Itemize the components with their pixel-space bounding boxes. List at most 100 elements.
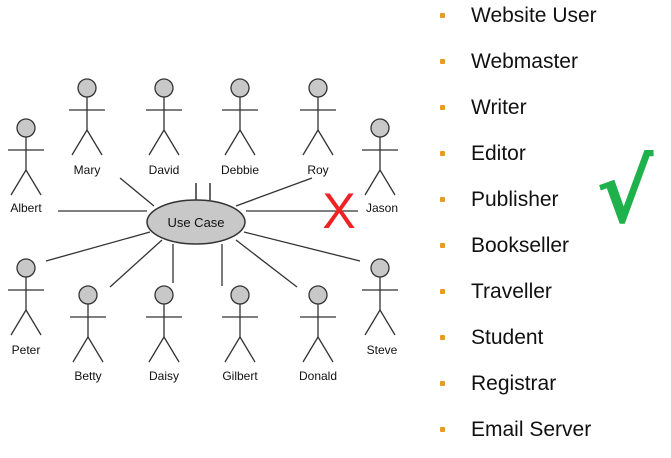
actor-body-line [239,129,256,156]
actor-body-line [317,129,334,156]
actor-body-line [25,169,42,196]
actor-debbie: Debbie [221,78,259,177]
actor-head [16,258,36,278]
actor-peter: Peter [8,258,44,357]
actor-body-line [317,336,334,363]
association-line [243,231,361,262]
actor-name-label: Steve [367,343,398,357]
association-lines [45,177,361,288]
role-list-item: Student [438,320,597,366]
bullet-icon [440,105,445,110]
actor-body-line [87,336,104,363]
actor-body-line [10,169,27,196]
bullet-icon [440,427,445,432]
actor-roy: Roy [300,78,336,177]
actor-head [154,285,174,305]
actor-name-label: David [149,163,180,177]
actor-head [77,78,97,98]
association-line [235,239,298,288]
role-list-item-label: Writer [471,96,527,119]
role-list-item: Webmaster [438,44,597,90]
actor-body-line [379,309,396,336]
bullet-icon [440,197,445,202]
actor-head [16,118,36,138]
actor-body-line [302,336,319,363]
actor-body-line [239,336,256,363]
cross-mark: X [322,183,355,239]
role-list-item-label: Website User [471,4,597,27]
actor-donald: Donald [299,285,337,383]
use-case-node: Use Case [146,199,246,245]
role-list-item-label: Traveller [471,280,552,303]
actor-name-label: Donald [299,369,337,383]
role-list-item: Writer [438,90,597,136]
actor-body-line [163,336,180,363]
actor-head [154,78,174,98]
actor-body-line [71,129,88,156]
actor-name-label: Mary [74,163,101,177]
actor-daisy: Daisy [146,285,182,383]
actor-name-label: Debbie [221,163,259,177]
actor-name-label: Peter [12,343,41,357]
bullet-icon [440,13,445,18]
actor-body-line [364,309,381,336]
association-line [45,231,151,262]
actor-gilbert: Gilbert [222,285,258,383]
actor-body-line [224,336,241,363]
actor-mary: Mary [69,78,105,177]
actor-body-line [86,129,103,156]
actor-body-line [72,336,89,363]
bullet-icon [440,335,445,340]
bullet-icon [440,151,445,156]
role-list-item-label: Bookseller [471,234,570,257]
use-case-label: Use Case [167,215,224,230]
role-list-item-label: Registrar [471,372,557,395]
actor-betty: Betty [70,285,106,383]
actor-body-line [379,169,396,196]
actor-body-line [364,169,381,196]
actor-body-line [148,129,165,156]
actor-head [308,285,328,305]
association-line [109,239,163,288]
actor-body-line [148,336,165,363]
bullet-icon [440,289,445,294]
actor-head [78,285,98,305]
role-list-item: Bookseller [438,228,597,274]
check-mark: √ [596,143,654,243]
role-list-item-label: Email Server [471,418,592,441]
actor-head [370,118,390,138]
role-list-item: Traveller [438,274,597,320]
role-list-item: Website User [438,0,597,44]
role-list-item: Publisher [438,182,597,228]
actor-head [370,258,390,278]
actor-jason: Jason [362,118,398,215]
actor-head [230,78,250,98]
actor-body-line [302,129,319,156]
role-list-item-label: Webmaster [471,50,578,73]
actor-david: David [146,78,182,177]
actor-name-label: Albert [10,201,42,215]
actor-name-label: Roy [307,163,328,177]
actor-body-line [25,309,42,336]
actor-name-label: Gilbert [222,369,258,383]
role-list-item: Editor [438,136,597,182]
actor-body-line [163,129,180,156]
role-list-item: Registrar [438,366,597,412]
actor-name-label: Jason [366,201,398,215]
actor-body-line [224,129,241,156]
actor-head [308,78,328,98]
role-list-item: Email Server [438,412,597,458]
bullet-icon [440,381,445,386]
association-line [235,177,313,207]
actor-name-label: Betty [74,369,101,383]
bullet-icon [440,243,445,248]
actor-head [230,285,250,305]
role-list-item-label: Student [471,326,544,349]
use-case-ellipse [146,199,246,245]
role-list-item-label: Editor [471,142,526,165]
association-line [119,177,155,207]
actor-steve: Steve [362,258,398,357]
